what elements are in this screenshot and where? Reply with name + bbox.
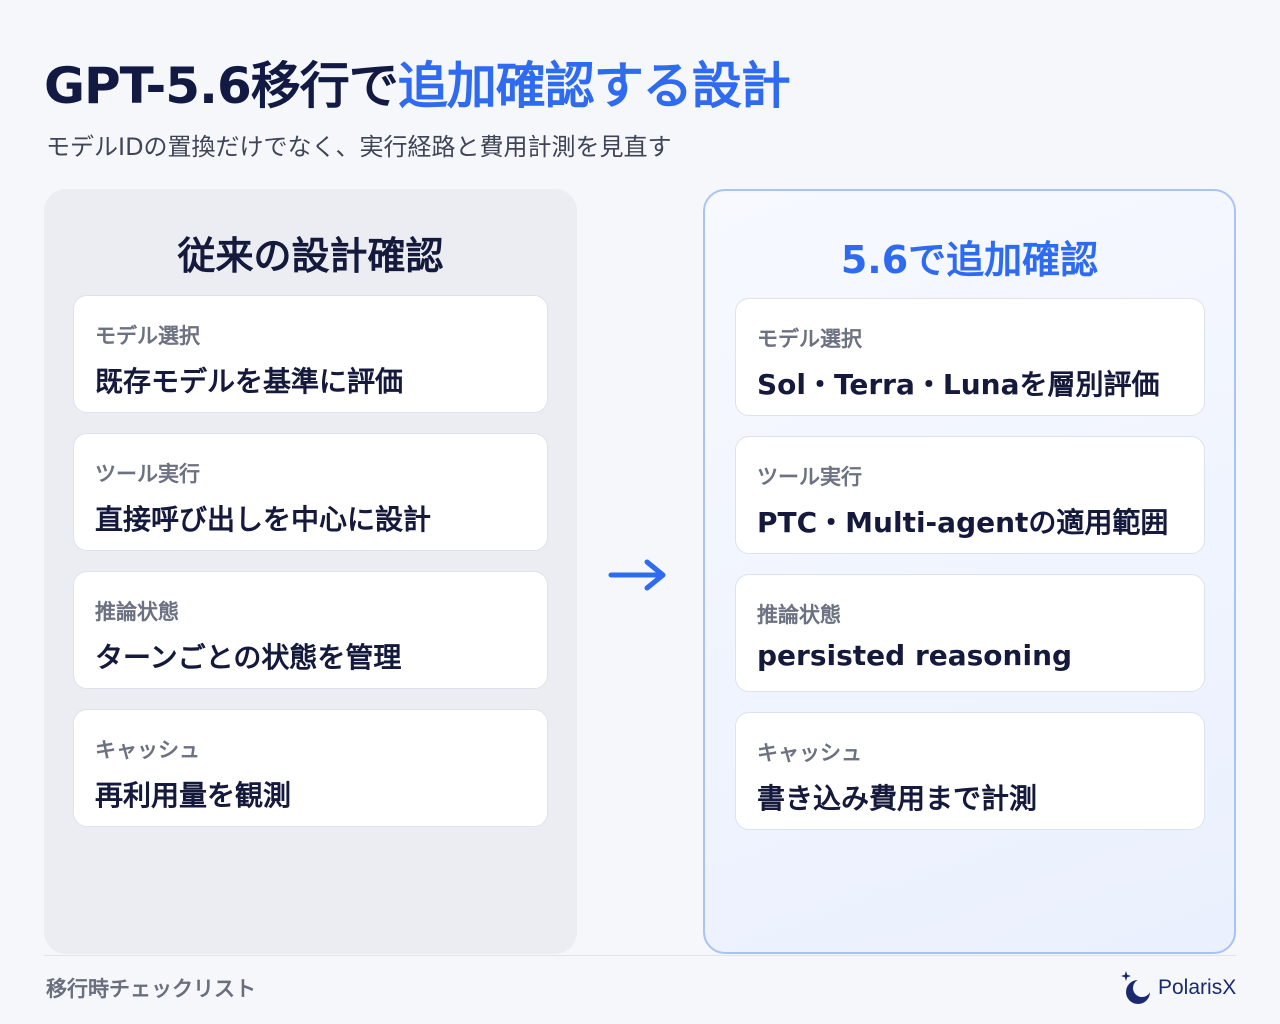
page-title: GPT-5.6移行で追加確認する設計 — [44, 46, 791, 118]
additional-card-cache: キャッシュ 書き込み費用まで計測 — [735, 712, 1205, 830]
page-title-accent: 追加確認する設計 — [397, 57, 791, 115]
additional-check-panel: 5.6で追加確認 モデル選択 Sol・Terra・Lunaを層別評価 ツール実行… — [703, 189, 1236, 954]
legacy-card-tool-execution: ツール実行 直接呼び出しを中心に設計 — [73, 433, 548, 551]
card-value: ターンごとの状態を管理 — [95, 641, 402, 674]
legacy-design-panel: 従来の設計確認 モデル選択 既存モデルを基準に評価 ツール実行 直接呼び出しを中… — [44, 189, 577, 954]
card-label: モデル選択 — [95, 324, 200, 348]
card-label: 推論状態 — [95, 600, 179, 624]
page-title-main: GPT-5.6移行で — [44, 57, 399, 115]
card-label: キャッシュ — [757, 741, 862, 765]
legacy-card-model-selection: モデル選択 既存モデルを基準に評価 — [73, 295, 548, 413]
footer-caption: 移行時チェックリスト — [46, 977, 256, 1001]
card-label: キャッシュ — [95, 738, 200, 762]
card-value: 書き込み費用まで計測 — [757, 782, 1038, 815]
card-value: 直接呼び出しを中心に設計 — [95, 503, 432, 536]
additional-card-reasoning-state: 推論状態 persisted reasoning — [735, 574, 1205, 692]
card-label: ツール実行 — [95, 462, 200, 486]
polarisx-logo: PolarisX — [1120, 968, 1236, 1008]
legacy-card-reasoning-state: 推論状態 ターンごとの状態を管理 — [73, 571, 548, 689]
card-value: PTC・Multi-agentの適用範囲 — [757, 506, 1169, 539]
card-value: 再利用量を観測 — [95, 779, 292, 812]
additional-card-tool-execution: ツール実行 PTC・Multi-agentの適用範囲 — [735, 436, 1205, 554]
card-value: 既存モデルを基準に評価 — [95, 365, 404, 398]
footer-divider — [44, 955, 1236, 956]
logo-text: PolarisX — [1158, 976, 1237, 999]
additional-panel-title: 5.6で追加確認 — [840, 238, 1099, 282]
card-value: persisted reasoning — [757, 639, 1073, 672]
legacy-panel-title: 従来の設計確認 — [177, 234, 444, 278]
legacy-card-cache: キャッシュ 再利用量を観測 — [73, 709, 548, 827]
additional-card-model-selection: モデル選択 Sol・Terra・Lunaを層別評価 — [735, 298, 1205, 416]
card-value: Sol・Terra・Lunaを層別評価 — [757, 368, 1160, 401]
page-subtitle: モデルIDの置換だけでなく、実行経路と費用計測を見直す — [46, 133, 672, 161]
card-label: ツール実行 — [757, 465, 862, 489]
card-label: モデル選択 — [757, 327, 862, 351]
polarisx-logo-icon — [1121, 971, 1151, 1004]
card-label: 推論状態 — [757, 603, 841, 627]
arrow-right-icon — [608, 559, 666, 591]
